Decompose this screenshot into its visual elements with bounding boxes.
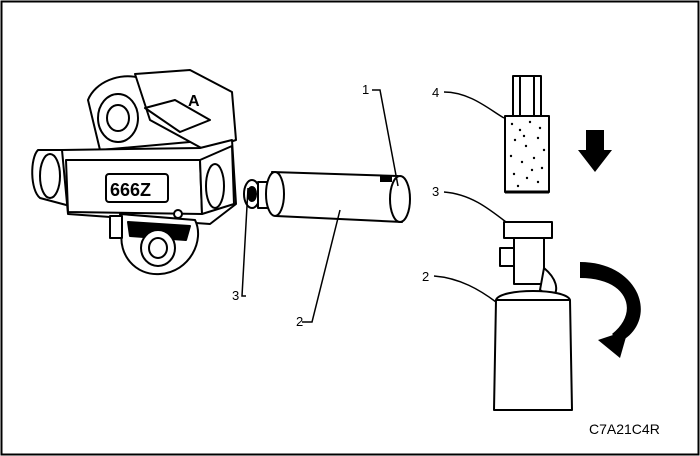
- tensioner-housing: [31, 69, 237, 276]
- installer-tool: [504, 75, 550, 194]
- callout-tip: 1: [362, 82, 369, 97]
- callout-ring-left: 3: [232, 288, 239, 303]
- callout-ring-right: 3: [432, 184, 439, 199]
- housing-mark: A: [188, 93, 200, 110]
- down-arrow-icon: [578, 130, 612, 172]
- callout-tool: 4: [432, 85, 439, 100]
- plunger-vertical: [493, 221, 573, 411]
- leader-lines: [241, 89, 507, 323]
- plunger: [243, 171, 411, 223]
- rotate-arrow-icon: [580, 262, 641, 358]
- callout-plunger: 2: [296, 314, 303, 329]
- callout-plunger-right: 2: [422, 269, 429, 284]
- figure-code: C7A21C4R: [589, 421, 660, 437]
- housing-stamp: 666Z: [110, 180, 151, 200]
